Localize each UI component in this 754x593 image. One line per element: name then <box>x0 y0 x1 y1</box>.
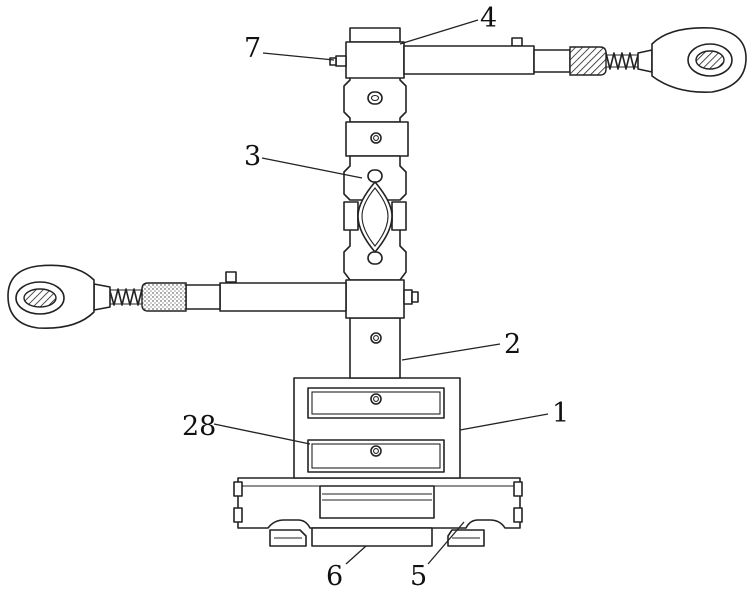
left-arm <box>8 265 346 328</box>
label-3: 3 <box>244 141 261 172</box>
label-5: 5 <box>410 561 427 592</box>
callout-7: 7 <box>244 33 334 64</box>
base-platform <box>234 478 522 546</box>
drawer-cabinet <box>294 378 460 478</box>
callout-4: 4 <box>400 3 497 44</box>
callout-2: 2 <box>402 329 521 360</box>
label-28: 28 <box>182 411 216 442</box>
right-arm <box>404 28 746 92</box>
label-6: 6 <box>326 561 343 592</box>
callout-28: 28 <box>182 411 310 444</box>
label-7: 7 <box>244 33 261 64</box>
label-1: 1 <box>552 398 569 429</box>
label-2: 2 <box>504 329 521 360</box>
label-4: 4 <box>480 3 497 34</box>
callout-6: 6 <box>326 546 366 592</box>
callout-1: 1 <box>460 398 569 430</box>
